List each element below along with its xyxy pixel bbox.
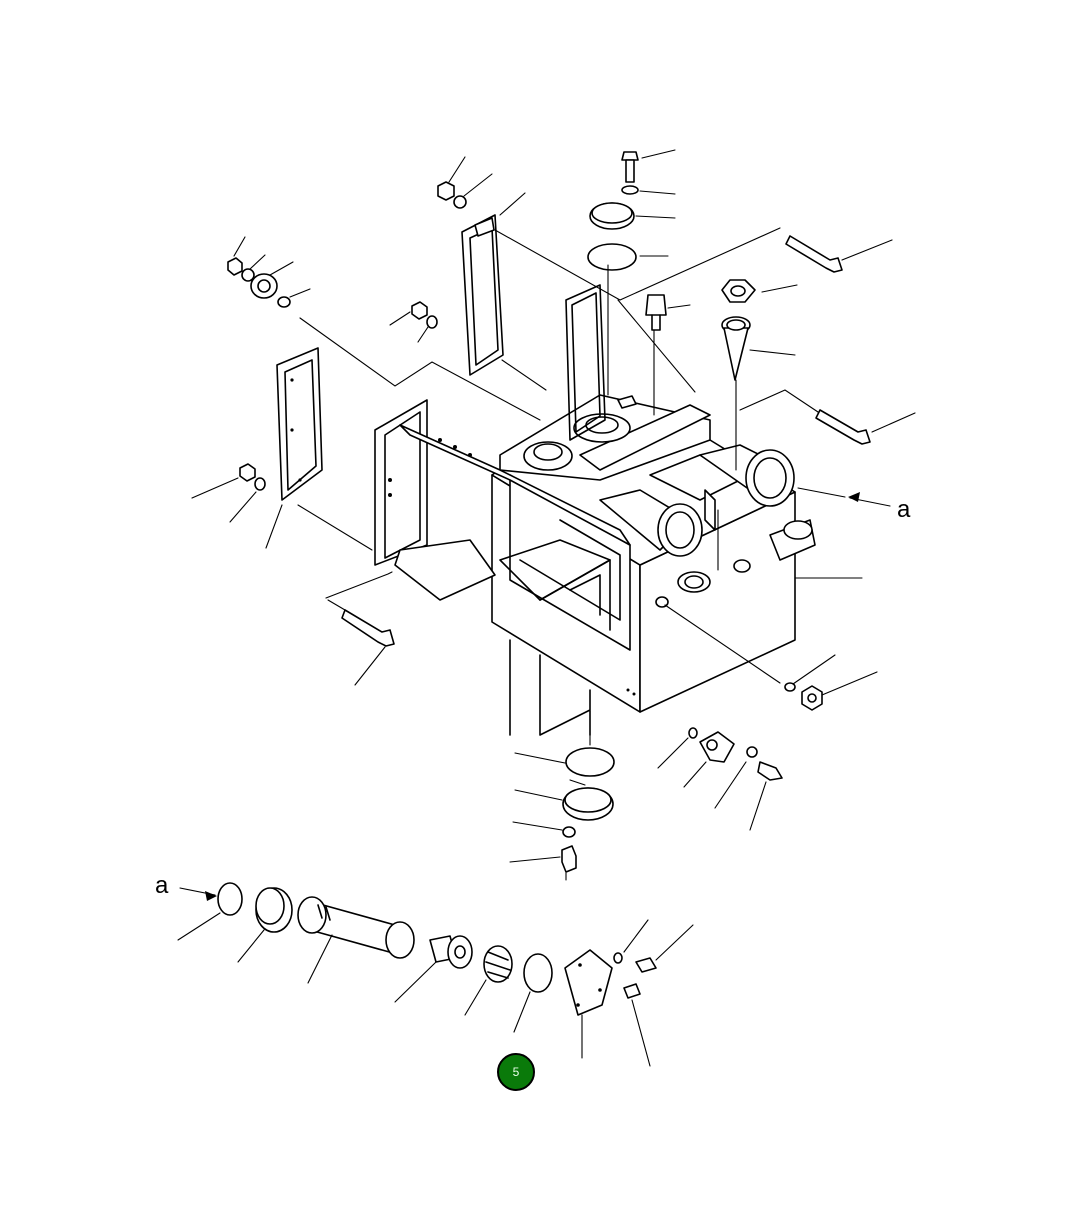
side-frame: [374, 399, 631, 601]
reference-label-a-right: a: [897, 496, 911, 523]
upper-gasket: [565, 284, 606, 441]
fasteners: [227, 151, 871, 873]
filter-assembly: [217, 882, 657, 1016]
reference-label-a-left: a: [155, 872, 169, 899]
leader-lines: [177, 149, 916, 1067]
main-housing: [491, 394, 816, 736]
callout-marker[interactable]: 5: [497, 1053, 535, 1091]
upper-cover-plate: [461, 214, 504, 376]
left-gasket: [276, 347, 323, 501]
